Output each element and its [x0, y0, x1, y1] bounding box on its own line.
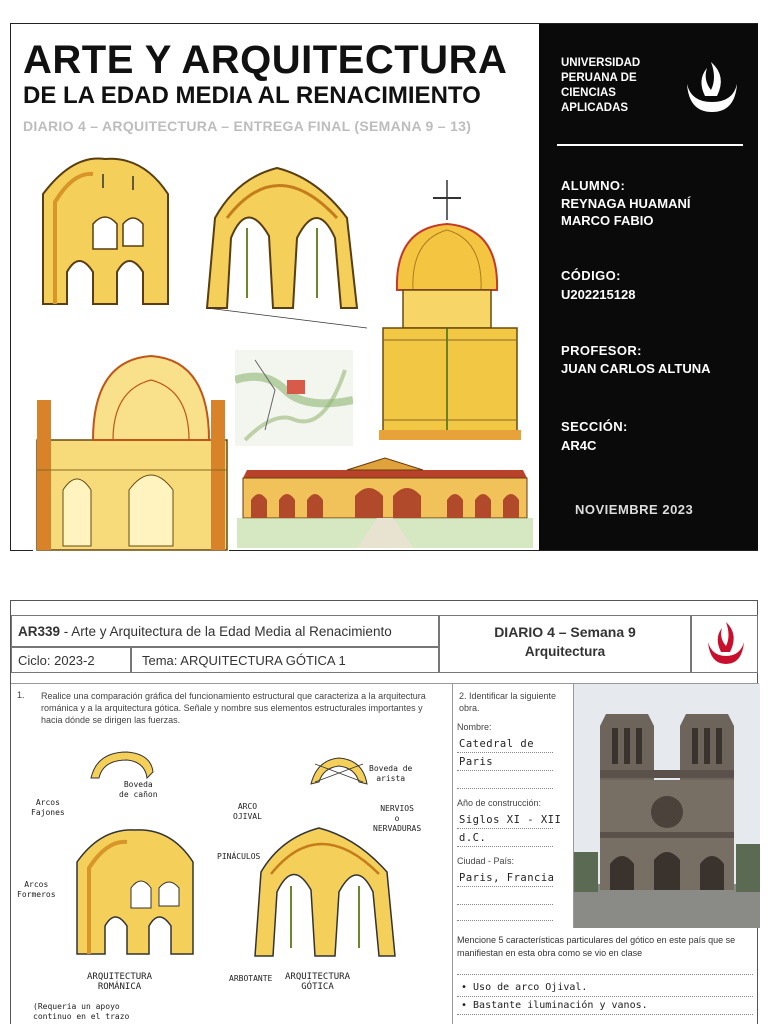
university-name: UNIVERSIDAD PERUANA DE CIENCIAS APLICADA… — [561, 57, 641, 114]
student-label: ALUMNO: — [561, 178, 626, 193]
label-boveda-canon: Boveda de cañon — [119, 780, 158, 799]
worksheet-page: AR339 - Arte y Arquitectura de la Edad M… — [10, 600, 760, 1024]
question-1: 1. Realice una comparación gráfica del f… — [11, 684, 453, 1024]
diary-week: DIARIO 4 – Semana 9 — [494, 624, 636, 640]
student-name-line-2: MARCO FABIO — [561, 213, 654, 228]
dotted-line — [457, 752, 553, 753]
barrel-vault-sketch — [90, 751, 154, 780]
name-label: Nombre: — [457, 722, 492, 732]
course-name: - Arte y Arquitectura de la Edad Media a… — [60, 624, 392, 639]
code-label: CÓDIGO: — [561, 268, 621, 283]
dotted-line — [457, 1014, 753, 1015]
feature-item-2: • Bastante iluminación y vanos. — [461, 1000, 648, 1011]
sketch-gothic-vault — [197, 158, 367, 336]
question-2-text: 2. Identificar la siguiente obra. — [459, 691, 557, 713]
label-nervios: NERVIOS o NERVADURAS — [373, 804, 422, 833]
label-arcos-formeros: Arcos Formeros — [17, 880, 56, 899]
student-name-line-1: REYNAGA HUAMANÍ — [561, 196, 691, 211]
city-value: Paris, Francia — [459, 872, 555, 884]
label-arcos-fajones: Arcos Fajones — [31, 798, 65, 817]
gothic-structure-sketch — [254, 827, 396, 957]
questions-area: 1. Realice una comparación gráfica del f… — [11, 683, 760, 1024]
feature-item-1: • Uso de arco Ojival. — [461, 982, 588, 993]
cover-title: ARTE Y ARQUITECTURA — [23, 38, 508, 82]
cover-page: ARTE Y ARQUITECTURA DE LA EDAD MEDIA AL … — [10, 23, 758, 554]
dotted-line — [457, 828, 553, 829]
notre-dame-photo — [573, 684, 760, 928]
upc-logo-icon — [679, 54, 745, 120]
sketch-romanesque-vault — [33, 154, 177, 314]
label-boveda-arista: Boveda de arista — [369, 764, 413, 783]
theme-cell: Tema: ARQUITECTURA GÓTICA 1 — [131, 647, 439, 673]
cycle-cell: Ciclo: 2023-2 — [11, 647, 131, 673]
name-value-2: Paris — [459, 756, 494, 768]
year-value-1: Siglos XI - XII — [459, 814, 562, 826]
divider-line — [557, 144, 743, 146]
label-arquitectura-romanica: ARQUITECTURA ROMÁNICA — [87, 972, 153, 992]
dotted-line — [457, 920, 553, 921]
course-title-cell: AR339 - Arte y Arquitectura de la Edad M… — [11, 615, 439, 647]
section-value: AR4C — [561, 438, 597, 453]
cover-subtitle: DE LA EDAD MEDIA AL RENACIMIENTO — [23, 82, 481, 109]
upc-logo-red-icon — [691, 615, 758, 673]
dotted-line — [457, 788, 553, 789]
label-arbotante: ARBOTANTE — [229, 974, 273, 983]
label-requeria: (Requeria un apoyo continuo en el trazo — [33, 1002, 130, 1021]
label-arquitectura-gotica: ARQUITECTURA GÓTICA — [285, 972, 351, 992]
code-value: U202215128 — [561, 287, 636, 302]
romanesque-structure-sketch — [76, 829, 194, 955]
cover-info-panel: UNIVERSIDAD PERUANA DE CIENCIAS APLICADA… — [539, 24, 758, 550]
question-1-text: Realice una comparación gráfica del func… — [41, 691, 426, 725]
cover-left-panel: ARTE Y ARQUITECTURA DE LA EDAD MEDIA AL … — [11, 24, 539, 554]
sketch-loggia — [237, 456, 533, 548]
label-arco-ojival: ARCO OJIVAL — [233, 802, 262, 821]
question-3: Mencione 5 características particulares … — [453, 928, 759, 1024]
year-label: Año de construcción: — [457, 798, 542, 808]
diary-cell: DIARIO 4 – Semana 9 Arquitectura — [439, 615, 691, 673]
city-label: Ciudad - País: — [457, 856, 515, 866]
groin-vault-sketch — [310, 757, 368, 785]
dotted-line — [457, 904, 553, 905]
diary-subject: Arquitectura — [524, 644, 606, 659]
name-value-1: Catedral de — [459, 738, 535, 750]
teacher-label: PROFESOR: — [561, 343, 642, 358]
course-code: AR339 — [18, 624, 61, 639]
sketch-renaissance-dome — [373, 180, 529, 446]
label-pinaculos: PINÁCULOS — [217, 852, 261, 861]
sketch-site-plan — [235, 350, 353, 446]
question-1-number: 1. — [17, 690, 25, 700]
dotted-line — [457, 974, 753, 975]
dotted-line — [457, 770, 553, 771]
year-value-2: d.C. — [459, 832, 487, 844]
cover-date: NOVIEMBRE 2023 — [575, 502, 694, 517]
dotted-line — [457, 996, 753, 997]
cover-diary-line: DIARIO 4 – ARQUITECTURA – ENTREGA FINAL … — [23, 118, 472, 134]
section-label: SECCIÓN: — [561, 419, 628, 434]
teacher-value: JUAN CARLOS ALTUNA — [561, 361, 711, 376]
question-3-text: Mencione 5 características particulares … — [457, 935, 736, 958]
dotted-line — [457, 846, 553, 847]
dotted-line — [457, 886, 553, 887]
question-2: 2. Identificar la siguiente obra. Nombre… — [453, 684, 760, 1024]
sketch-church-section — [33, 350, 229, 554]
